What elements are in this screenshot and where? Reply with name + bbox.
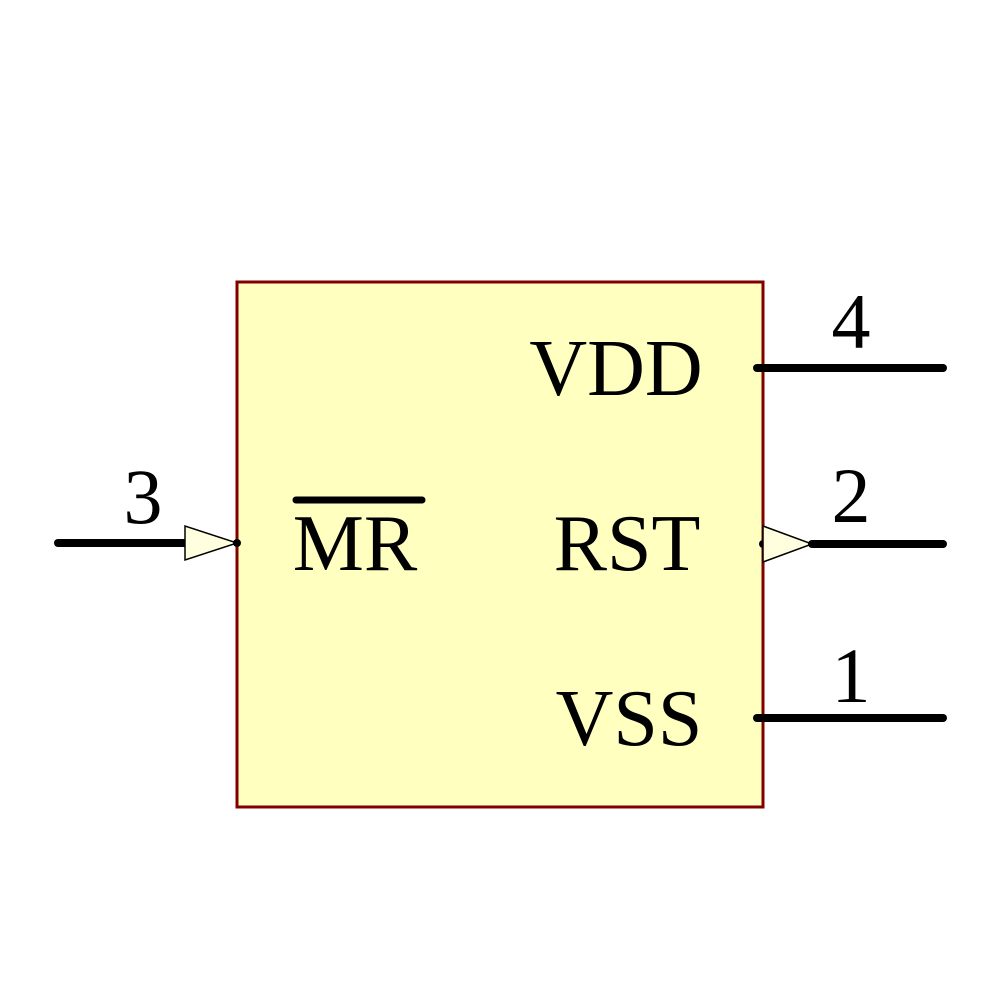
pin-label-rst: RST bbox=[554, 500, 701, 588]
pin-number-2: 2 bbox=[832, 452, 871, 539]
pin-label-mr: MR bbox=[293, 500, 418, 588]
pin-number-3: 3 bbox=[124, 453, 163, 540]
pin-number-1: 1 bbox=[832, 632, 871, 719]
pin-labels: MR VDD RST VSS bbox=[292, 325, 703, 763]
pin-vss: 1 bbox=[753, 632, 947, 722]
output-arrow-icon bbox=[762, 524, 815, 564]
pin-vdd: 4 bbox=[753, 278, 947, 372]
component-body bbox=[235, 280, 765, 809]
pin-label-vdd: VDD bbox=[529, 325, 702, 413]
pin-rst: 2 bbox=[759, 452, 947, 564]
pin-mr: 3 bbox=[54, 453, 241, 562]
pin-connection-dot bbox=[233, 539, 241, 547]
pin-number-4: 4 bbox=[832, 278, 871, 365]
pin-label-vss: VSS bbox=[556, 675, 703, 763]
input-arrow-icon bbox=[184, 524, 240, 562]
